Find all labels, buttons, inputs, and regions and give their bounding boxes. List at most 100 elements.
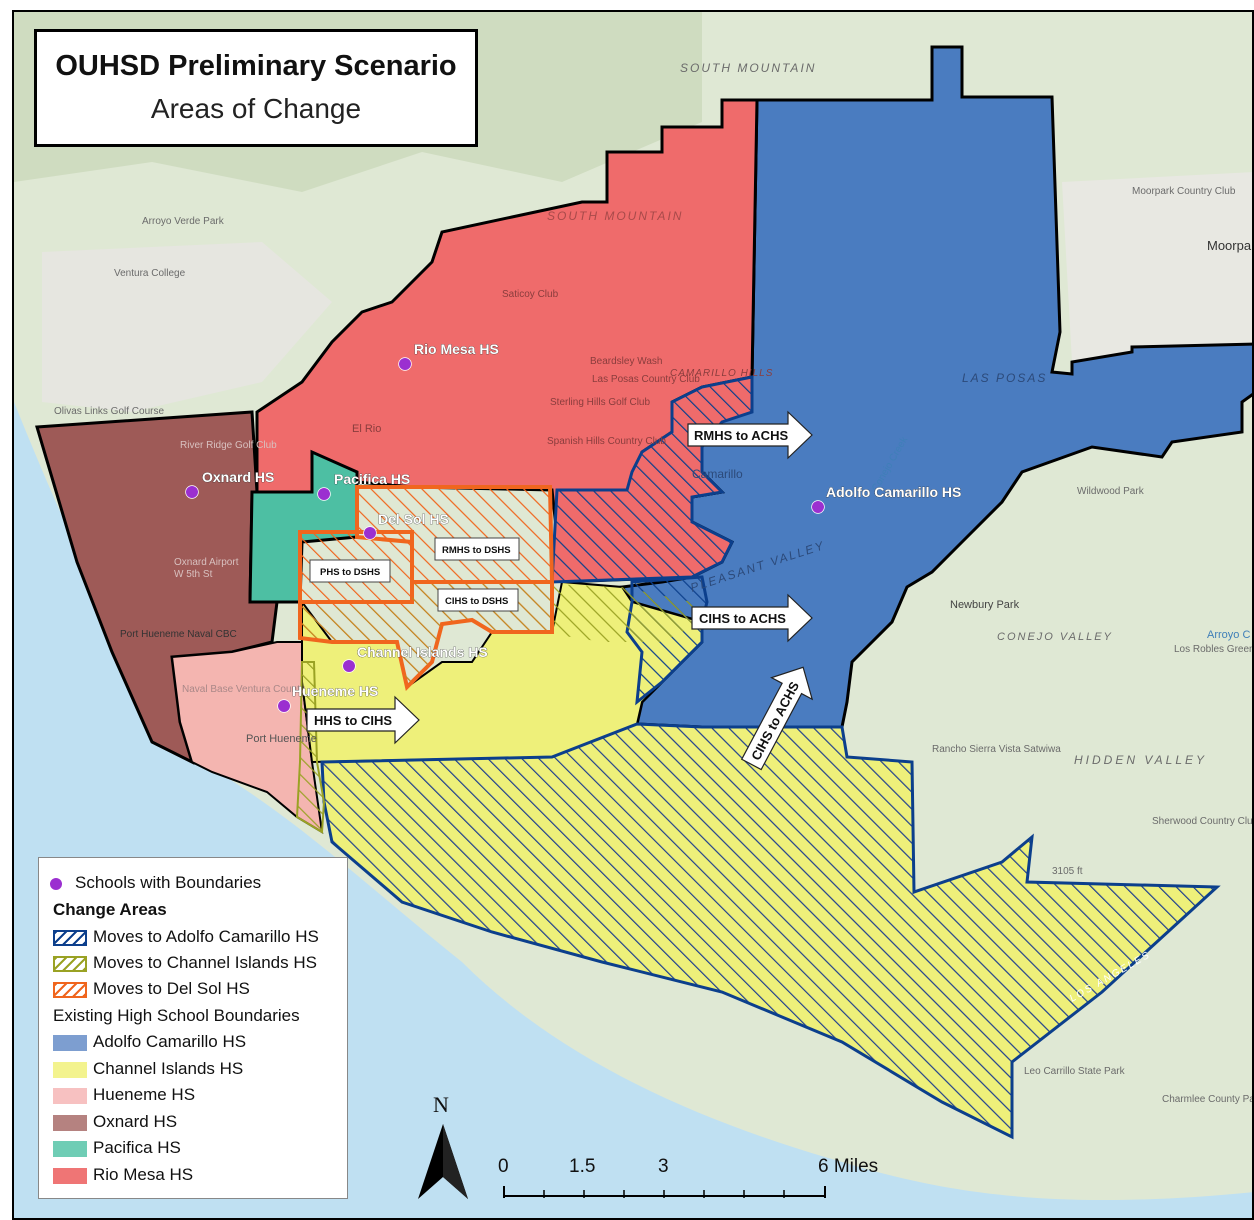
school-marker[interactable]: [363, 526, 377, 540]
urban-area: [42, 242, 332, 412]
basemap-label: Charmlee County Park: [1162, 1094, 1254, 1105]
school-marker[interactable]: [317, 487, 331, 501]
legend-label: Schools with Boundaries: [75, 873, 262, 892]
swatch-hueneme: [53, 1087, 87, 1104]
legend-label: Adolfo Camarillo HS: [93, 1032, 247, 1051]
school-label-del-sol: Del Sol HS: [378, 511, 449, 527]
hatch-orange-swatch: [53, 981, 87, 998]
scale-bar: 0 1.5 3 6 Miles: [498, 1156, 878, 1198]
basemap-label: Arroyo C: [1207, 629, 1250, 641]
hatch-blue-swatch: [53, 929, 87, 946]
basemap-label: Ventura College: [114, 268, 186, 279]
basemap-label: CONEJO VALLEY: [997, 631, 1113, 643]
basemap-label: SOUTH MOUNTAIN: [547, 209, 683, 223]
map-canvas[interactable]: SOUTH MOUNTAIN SOUTH MOUNTAIN Moorpark C…: [14, 12, 1254, 1220]
school-marker[interactable]: [811, 500, 825, 514]
arrow-label-rmhs-to-achs: RMHS to ACHS: [694, 428, 788, 443]
scale-tick-label: 6 Miles: [818, 1156, 878, 1177]
north-arrow-highlight: [443, 1124, 468, 1199]
map-frame: SOUTH MOUNTAIN SOUTH MOUNTAIN Moorpark C…: [12, 10, 1254, 1220]
basemap-label: River Ridge Golf Club: [180, 440, 277, 451]
basemap-label: Rancho Sierra Vista Satwiwa: [932, 744, 1061, 755]
arrow-cihs-to-achs[interactable]: [691, 593, 813, 643]
arrow-label-hhs-to-cihs: HHS to CIHS: [314, 713, 392, 728]
change-area-cihs-channel-band[interactable]: [550, 584, 702, 642]
map-title-box: OUHSD Preliminary Scenario Areas of Chan…: [34, 29, 478, 147]
basemap-label: Moorpa: [1207, 238, 1252, 253]
legend-row-existing-hhs: Hueneme HS: [53, 1084, 195, 1106]
basemap-label: Moorpark Country Club: [1132, 186, 1236, 197]
school-dot-icon: [49, 876, 63, 891]
arrow-label-cihs-to-achs: CIHS to ACHS: [699, 611, 786, 626]
legend-label: Moves to Channel Islands HS: [93, 953, 317, 972]
basemap-label: Sherwood Country Club: [1152, 816, 1254, 827]
legend-existing-header: Existing High School Boundaries: [53, 1006, 300, 1025]
school-label-channel-islands: Channel Islands HS: [357, 644, 488, 660]
legend-label: Oxnard HS: [93, 1112, 178, 1131]
school-marker[interactable]: [342, 659, 356, 673]
legend-label: Channel Islands HS: [93, 1059, 244, 1078]
scale-tick-label: 1.5: [569, 1156, 595, 1177]
scale-tick-label: 0: [498, 1156, 509, 1177]
swatch-channel-islands: [53, 1061, 87, 1078]
legend-label: Hueneme HS: [93, 1085, 196, 1104]
legend-row-schools: Schools with Boundaries: [39, 872, 261, 894]
basemap-label: Spanish Hills Country Club: [547, 436, 666, 447]
legend-row-existing-achs: Adolfo Camarillo HS: [53, 1031, 246, 1053]
change-area-hhs-to-cihs[interactable]: [295, 661, 326, 834]
legend-label: Pacifica HS: [93, 1138, 181, 1157]
change-label-box: [437, 588, 519, 612]
legend-change-header: Change Areas: [53, 900, 167, 919]
basemap-label: Naval Base Ventura County: [182, 684, 305, 695]
basemap-label: Beardsley Wash: [590, 356, 662, 367]
change-label-box: [309, 559, 391, 583]
change-label-rmhs-dshs: RMHS to DSHS: [442, 545, 511, 556]
basemap-label: Leo Carrillo State Park: [1024, 1066, 1126, 1077]
basemap-label: SOUTH MOUNTAIN: [680, 61, 816, 75]
basemap-label: Port Hueneme Naval CBC: [120, 629, 237, 640]
school-marker[interactable]: [398, 357, 412, 371]
legend-row-change-dshs: Moves to Del Sol HS: [53, 978, 250, 1000]
school-label-hueneme: Hueneme HS: [292, 683, 378, 699]
basemap-label: HIDDEN VALLEY: [1074, 753, 1207, 767]
swatch-oxnard: [53, 1114, 87, 1131]
basemap-label: Las Posas Country Club: [592, 374, 700, 385]
legend-row-existing-rmhs: Rio Mesa HS: [53, 1164, 193, 1186]
basemap-label: LAS POSAS: [962, 371, 1047, 385]
school-label-rio-mesa: Rio Mesa HS: [414, 341, 499, 357]
legend-row-change-achs: Moves to Adolfo Camarillo HS: [53, 926, 319, 948]
school-label-adolfo-camarillo: Adolfo Camarillo HS: [826, 484, 961, 500]
basemap-label: Saticoy Club: [502, 289, 559, 300]
change-label-phs-dshs: PHS to DSHS: [320, 567, 380, 578]
school-marker[interactable]: [277, 699, 291, 713]
arrow-rmhs-to-achs[interactable]: [687, 410, 813, 460]
swatch-pacifica: [53, 1140, 87, 1157]
basemap-label: Los Robles Greens: [1174, 644, 1254, 655]
legend-label: Moves to Del Sol HS: [93, 979, 250, 998]
swatch-rio-mesa: [53, 1167, 87, 1184]
scale-tick-label: 3: [658, 1156, 669, 1177]
north-label: N: [433, 1092, 449, 1117]
legend: Schools with Boundaries Change Areas Mov…: [38, 857, 348, 1199]
change-label-box: [434, 537, 520, 561]
basemap-label: 3105 ft: [1052, 866, 1083, 877]
basemap-label: Olivas Links Golf Course: [54, 406, 164, 417]
basemap-label: Newbury Park: [950, 599, 1020, 611]
school-marker[interactable]: [185, 485, 199, 499]
arrow-cihs-to-achs-diagonal[interactable]: [731, 656, 823, 775]
legend-label: Moves to Adolfo Camarillo HS: [93, 927, 319, 946]
basemap-label: Oxnard Airport: [174, 557, 239, 568]
map-subtitle: Areas of Change: [150, 93, 362, 124]
basemap-label: Sterling Hills Golf Club: [550, 397, 650, 408]
basemap-label: El Rio: [352, 423, 381, 435]
basemap-label: Wildwood Park: [1077, 486, 1145, 497]
swatch-adolfo-camarillo: [53, 1034, 87, 1051]
legend-row-change-cihs: Moves to Channel Islands HS: [53, 952, 317, 974]
arrow-hhs-to-cihs[interactable]: [306, 695, 420, 745]
legend-label: Rio Mesa HS: [93, 1165, 194, 1184]
basemap-label: Camarillo: [692, 467, 743, 481]
urban-area-east: [1062, 172, 1252, 362]
map-title: OUHSD Preliminary Scenario: [55, 50, 457, 82]
change-label-cihs-dshs: CIHS to DSHS: [445, 596, 508, 607]
legend-row-existing-cihs: Channel Islands HS: [53, 1058, 243, 1080]
